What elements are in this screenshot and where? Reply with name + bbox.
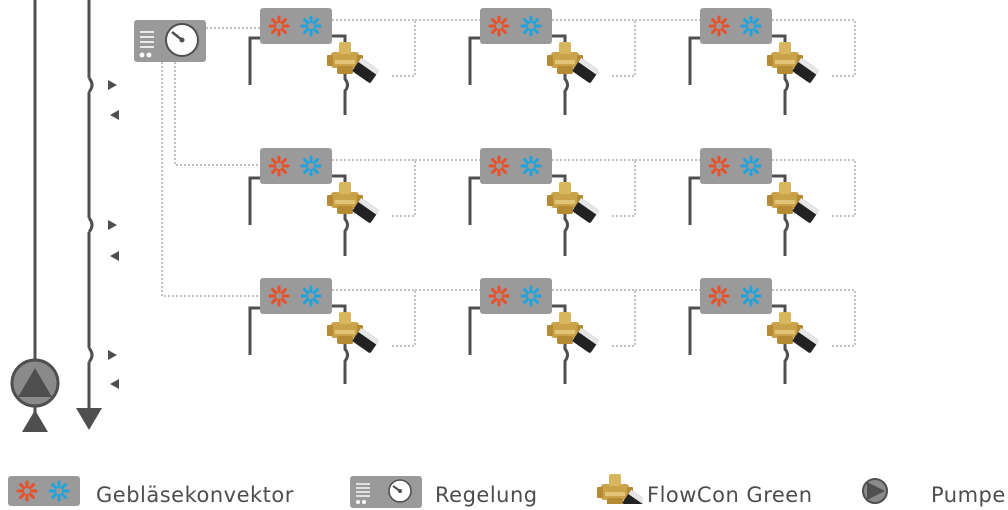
pump-symbol xyxy=(10,358,60,408)
floor-1 xyxy=(35,80,910,120)
fan-coil-unit xyxy=(688,8,856,115)
riser-return xyxy=(76,0,102,430)
legend-valve-label: FlowCon Green xyxy=(647,483,813,507)
fan-coil-unit xyxy=(248,148,416,256)
legend-fan-coil-label: Gebläsekonvektor xyxy=(96,483,294,507)
flowcon-valve xyxy=(767,42,820,84)
flowcon-valve xyxy=(547,312,600,354)
legend-valve: FlowCon Green xyxy=(595,474,812,510)
fan-coil-unit xyxy=(688,278,856,384)
flowcon-valve xyxy=(327,42,380,84)
control-wiring xyxy=(161,27,260,297)
legend-pump: Pumpe xyxy=(860,476,1008,510)
fan-coil-unit xyxy=(468,8,636,115)
flowcon-valve xyxy=(547,42,600,84)
flowcon-valve xyxy=(767,182,820,224)
flowcon-valve-icon xyxy=(597,474,643,504)
controller-unit xyxy=(134,20,206,62)
fan-coil-box xyxy=(700,8,772,44)
legend-controller-label: Regelung xyxy=(435,483,538,507)
fan-coil-unit xyxy=(468,278,636,384)
fan-coil-unit xyxy=(248,8,416,115)
fan-coil-unit xyxy=(468,148,636,256)
controller-icon xyxy=(350,476,422,508)
fan-coil-icon xyxy=(8,476,80,506)
fan-coil-unit xyxy=(248,278,416,384)
fan-coil-box xyxy=(700,278,772,314)
floor-2 xyxy=(35,220,910,261)
pump-icon xyxy=(862,478,888,504)
legend-controller: Regelung xyxy=(350,476,570,510)
flowcon-valve xyxy=(547,182,600,224)
fan-coil-unit xyxy=(688,148,856,256)
fan-coil-box xyxy=(700,148,772,184)
fan-coil-box xyxy=(260,148,332,184)
legend-pump-label: Pumpe xyxy=(931,483,1006,507)
flowcon-valve xyxy=(767,312,820,354)
fan-coil-box xyxy=(480,148,552,184)
floor-3 xyxy=(35,350,910,389)
fan-coil-box xyxy=(260,278,332,314)
hydronic-scheme xyxy=(10,0,910,432)
fan-coil-box xyxy=(480,278,552,314)
flowcon-valve xyxy=(327,312,380,354)
flowcon-valve xyxy=(327,182,380,224)
fan-coil-box xyxy=(480,8,552,44)
legend-fan-coil: Gebläsekonvektor xyxy=(8,476,308,510)
fan-coil-box xyxy=(260,8,332,44)
